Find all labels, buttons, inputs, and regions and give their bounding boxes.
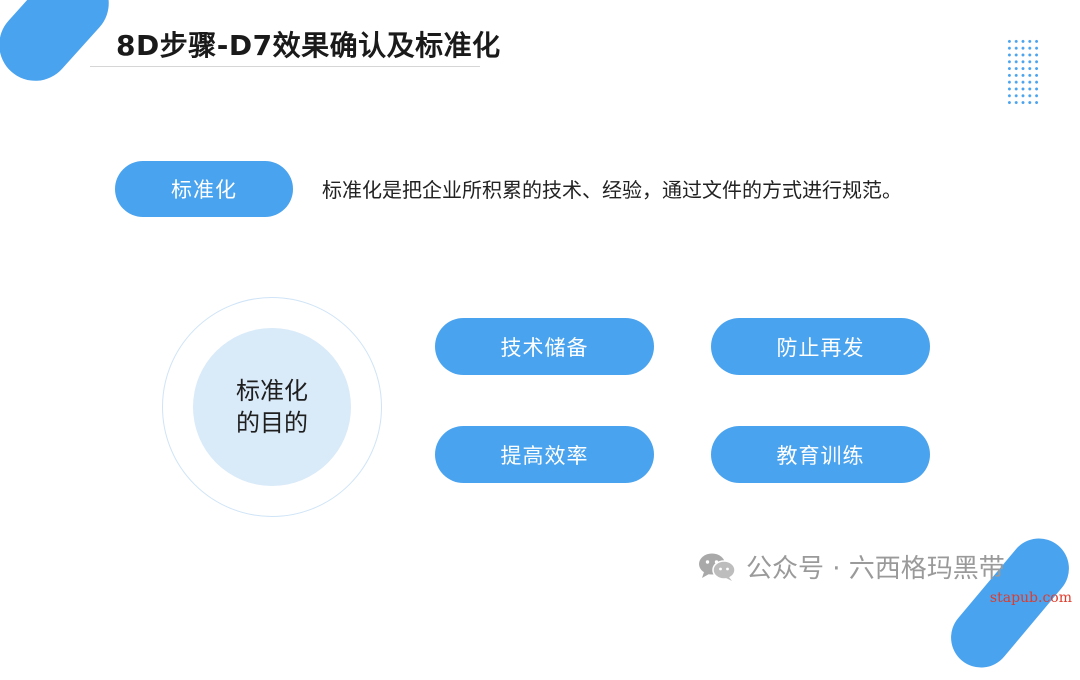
definition-text: 标准化是把企业所积累的技术、经验，通过文件的方式进行规范。 — [322, 178, 902, 202]
purpose-item-prevent-recurrence: 防止再发 — [711, 318, 930, 375]
site-watermark: stapub.com — [989, 590, 1072, 606]
purpose-item-label: 技术储备 — [500, 335, 589, 360]
watermark: 公众号 · 六西格玛黑带 — [698, 548, 1005, 585]
wechat-icon — [699, 553, 736, 581]
purpose-item-tech-reserve: 技术储备 — [435, 318, 654, 375]
watermark-text: 公众号 · 六西格玛黑带 — [746, 554, 1005, 584]
purpose-center-circle: 标准化 的目的 — [193, 328, 351, 486]
slide-title: 8D步骤-D7效果确认及标准化 — [116, 29, 501, 62]
title-divider — [90, 66, 480, 67]
definition-label-pill: 标准化 — [115, 161, 293, 217]
purpose-item-improve-efficiency: 提高效率 — [435, 426, 654, 483]
corner-decoration-top-left — [0, 0, 124, 96]
purpose-item-label: 防止再发 — [776, 335, 865, 360]
purpose-center-line1: 标准化 — [236, 377, 308, 405]
definition-label: 标准化 — [171, 178, 237, 202]
purpose-item-education-training: 教育训练 — [711, 426, 930, 483]
purpose-item-label: 提高效率 — [500, 443, 589, 468]
purpose-outer-ring — [162, 297, 382, 517]
purpose-item-label: 教育训练 — [776, 443, 865, 468]
purpose-center-line2: 的目的 — [236, 409, 308, 437]
dot-grid-decoration — [1006, 38, 1040, 106]
